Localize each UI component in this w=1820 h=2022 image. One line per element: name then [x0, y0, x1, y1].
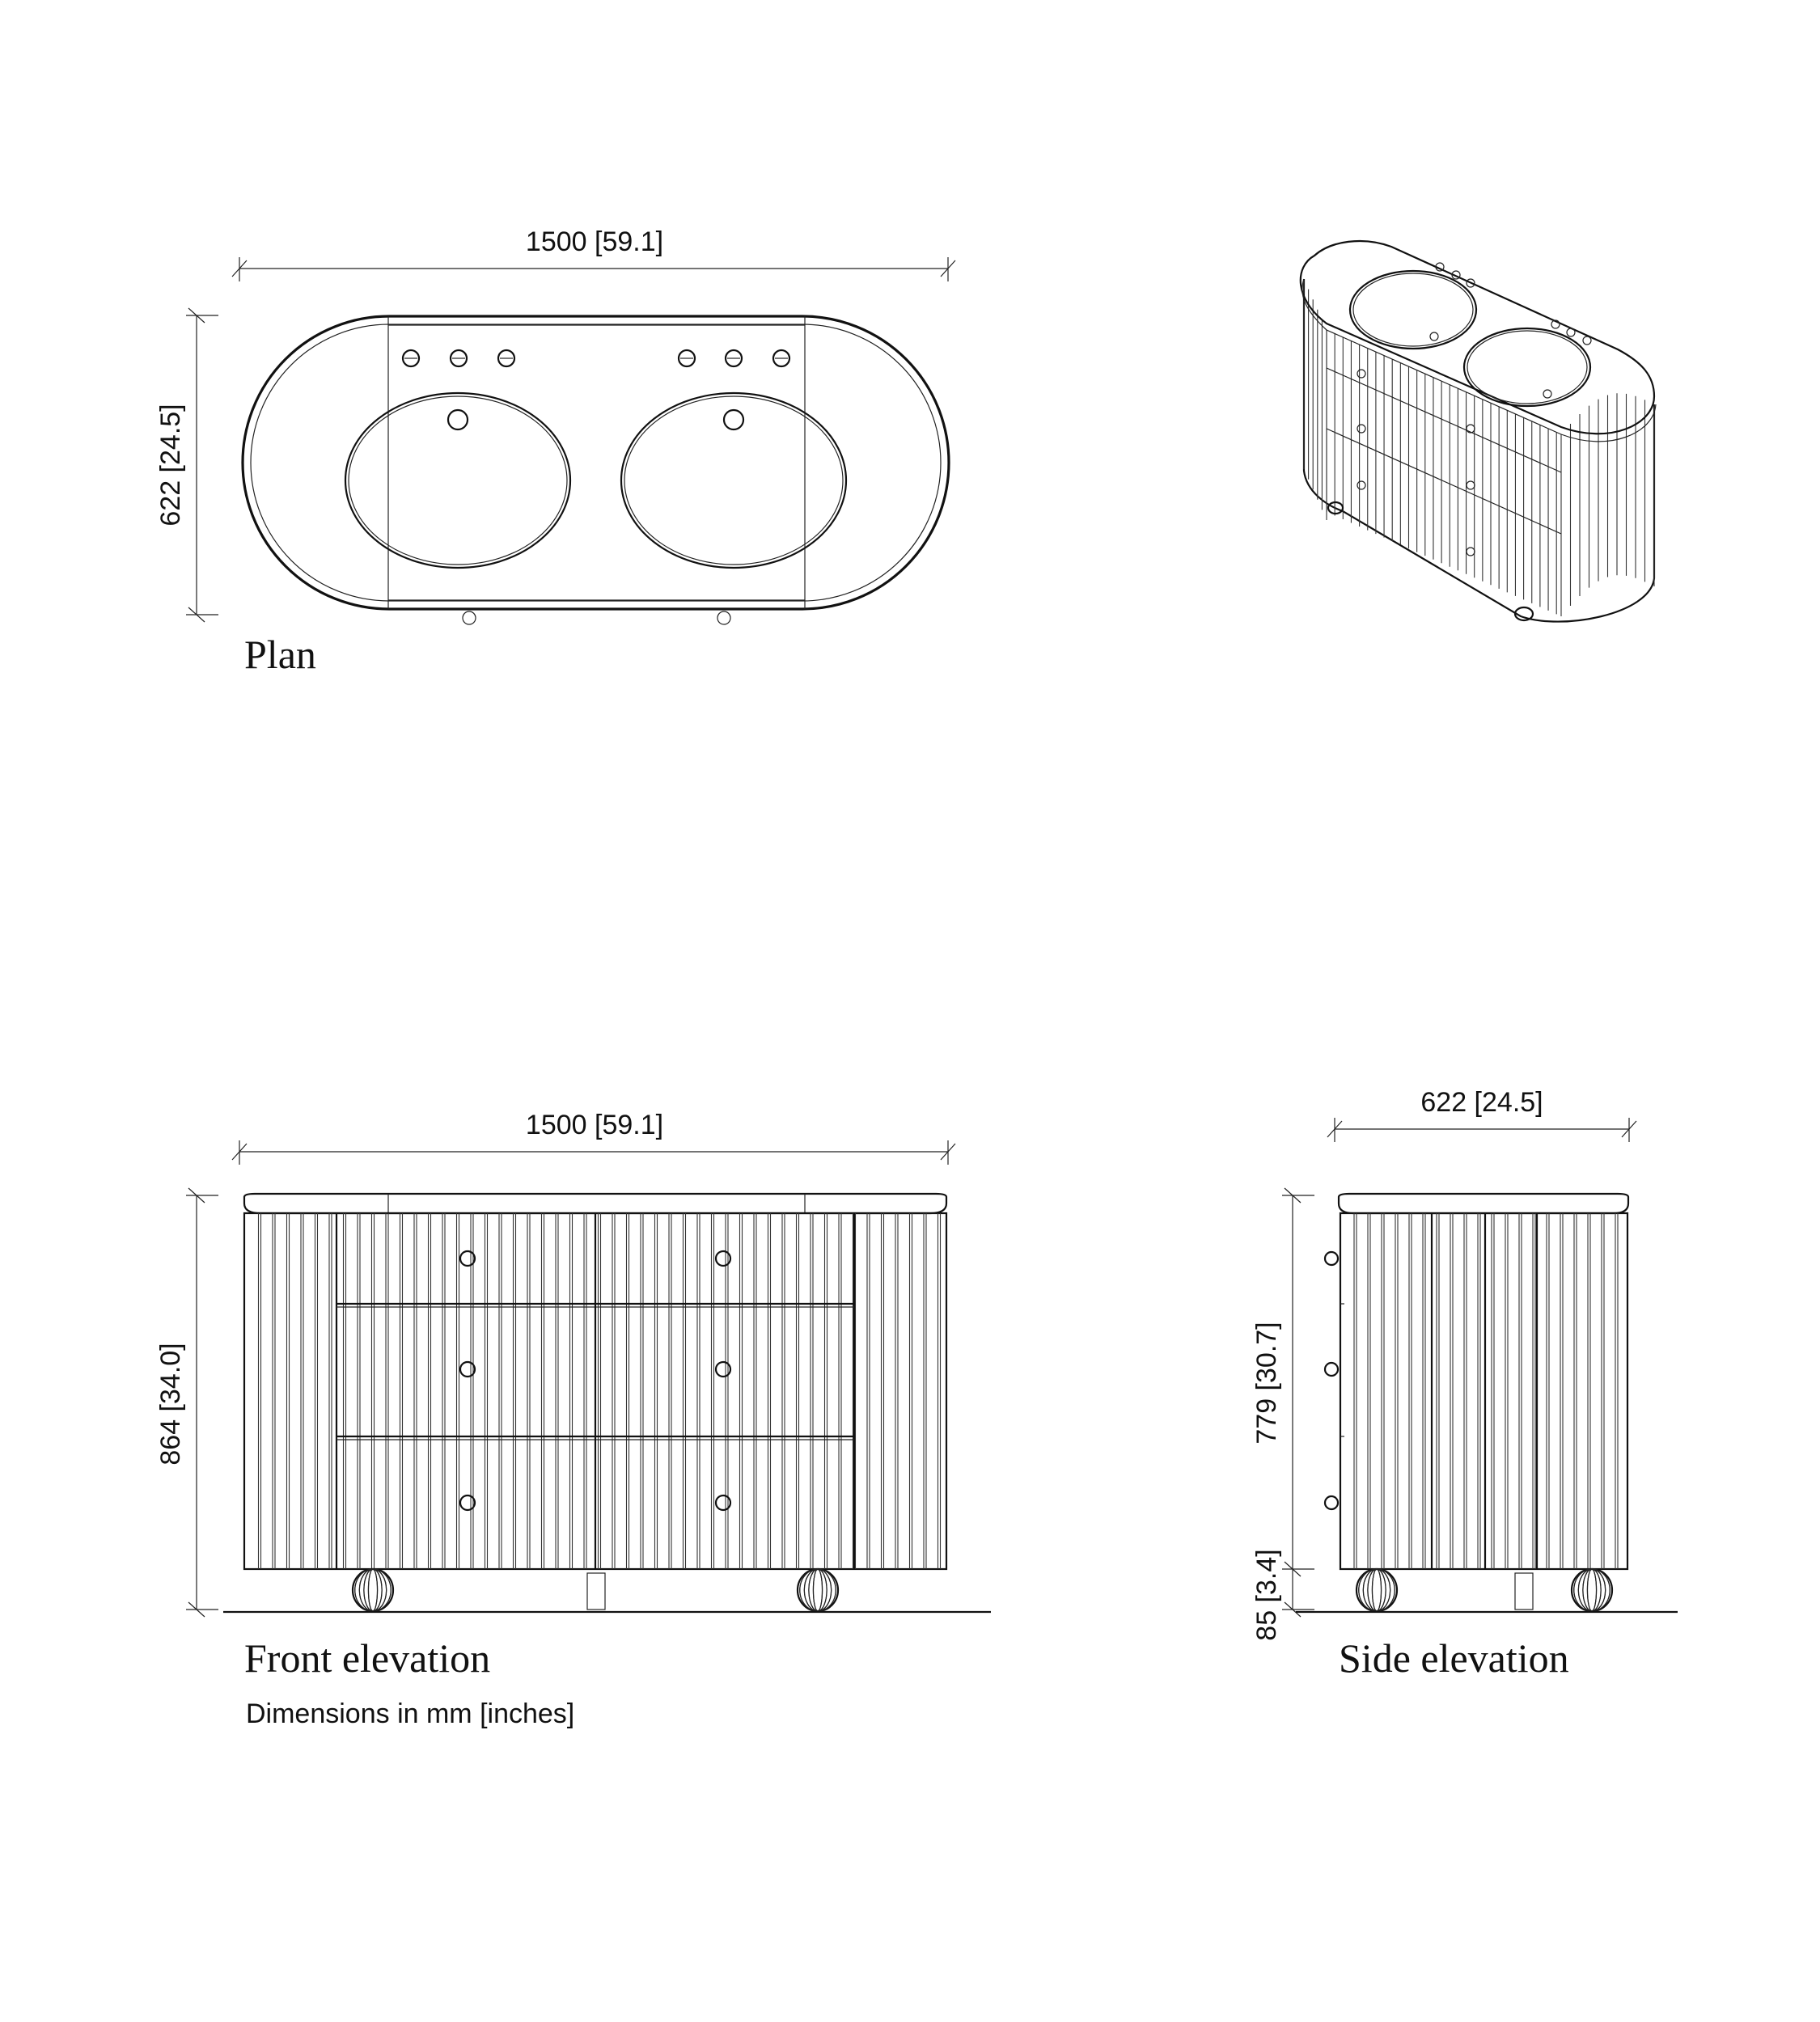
front-height-dimension: 864 [34.0]: [155, 1187, 218, 1618]
front-width-label: 1500 [59.1]: [526, 1110, 663, 1140]
plan-countertop-outline: [241, 315, 950, 611]
plan-tap-holes-left: [401, 349, 516, 368]
ball-foot-rib: [1371, 1568, 1382, 1612]
ball-foot-rib: [799, 1568, 836, 1612]
ball-foot-rib: [1573, 1568, 1610, 1612]
plan-width-label: 1500 [59.1]: [526, 226, 663, 257]
isometric-drawer-knobs: [1357, 369, 1475, 556]
ball-foot-rib: [354, 1568, 392, 1612]
dimensions-note: Dimensions in mm [inches]: [246, 1698, 574, 1729]
isometric-body-outline: [1302, 279, 1656, 623]
ball-foot-rib: [1582, 1568, 1602, 1612]
side-height-dimension: 779 [30.7] 85 [3.4]: [1251, 1187, 1314, 1641]
plan-width-dimension: 1500 [59.1]: [231, 226, 956, 281]
front-elevation-title: Front elevation: [244, 1635, 490, 1681]
front-width-dimension: 1500 [59.1]: [231, 1110, 956, 1165]
front-drawer-knobs: [459, 1250, 732, 1512]
plan-depth-label: 622 [24.5]: [155, 404, 186, 526]
front-elevation-view: 1500 [59.1] 864 [34.0]: [155, 1110, 991, 1729]
ball-foot-outline: [351, 1567, 395, 1613]
ball-foot-rib: [1586, 1568, 1598, 1612]
plan-view: 1500 [59.1] 622 [24.5]: [155, 226, 956, 677]
front-fluted-panels: [257, 1213, 942, 1569]
isometric-countertop: [1299, 239, 1657, 442]
side-feet: [1355, 1567, 1614, 1613]
plan-basin-right: [620, 391, 848, 569]
front-countertop: [243, 1192, 948, 1215]
plan-depth-dimension: 622 [24.5]: [155, 307, 218, 623]
ball-foot-rib: [812, 1568, 823, 1612]
side-cabinet-body: [1339, 1212, 1629, 1571]
side-width-dimension: 622 [24.5]: [1327, 1087, 1637, 1142]
isometric-drawer-line: [1326, 367, 1562, 473]
side-elevation-view: 622 [24.5] 779 [30.7] 85 [3.4]: [1251, 1087, 1678, 1681]
front-height-label: 864 [34.0]: [155, 1343, 186, 1465]
isometric-drawer-line: [1326, 428, 1562, 535]
side-foot-height-label: 85 [3.4]: [1251, 1549, 1282, 1640]
ball-foot-rib: [367, 1568, 379, 1612]
plan-title: Plan: [244, 632, 316, 677]
side-fluted-panels: [1353, 1213, 1619, 1569]
ball-foot-outline: [1355, 1567, 1399, 1613]
side-ball-foot-left: [1355, 1567, 1399, 1613]
front-cabinet-body: [243, 1212, 948, 1571]
side-width-label: 622 [24.5]: [1420, 1087, 1543, 1118]
ball-foot-rib: [1367, 1568, 1386, 1612]
plan-drawer-knobs: [462, 611, 731, 625]
ball-foot-rib: [363, 1568, 383, 1612]
ball-foot-rib: [808, 1568, 827, 1612]
side-elevation-title: Side elevation: [1339, 1635, 1569, 1681]
side-body-height-label: 779 [30.7]: [1251, 1322, 1282, 1444]
side-drawer-knobs: [1323, 1250, 1340, 1511]
front-ball-foot-left: [351, 1567, 395, 1613]
isometric-fluted-body: [1302, 279, 1656, 623]
front-feet: [351, 1567, 840, 1613]
isometric-view: [1299, 239, 1657, 623]
plan-basin-left: [344, 391, 572, 569]
side-ball-foot-right: [1570, 1567, 1614, 1613]
front-ball-foot-right: [796, 1567, 840, 1613]
ball-foot-outline: [1570, 1567, 1614, 1613]
isometric-feet: [1327, 501, 1534, 622]
ball-foot-rib: [1358, 1568, 1395, 1612]
ball-foot-outline: [796, 1567, 840, 1613]
plan-tap-holes-right: [677, 349, 791, 368]
side-countertop: [1337, 1192, 1630, 1215]
